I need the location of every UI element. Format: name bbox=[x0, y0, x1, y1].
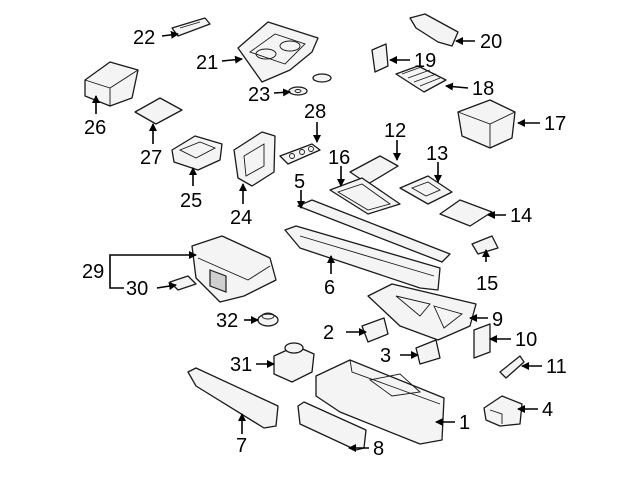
callout-12: 12 bbox=[384, 120, 406, 142]
part-6 bbox=[284, 225, 441, 291]
callout-20: 20 bbox=[480, 31, 502, 53]
callout-7: 7 bbox=[236, 435, 247, 457]
leader-lines bbox=[92, 30, 542, 452]
part-23 bbox=[288, 73, 332, 96]
callout-11: 11 bbox=[546, 356, 567, 378]
callout-16: 16 bbox=[328, 147, 350, 169]
part-25 bbox=[171, 135, 223, 171]
part-19 bbox=[371, 43, 389, 73]
callout-4: 4 bbox=[542, 399, 553, 421]
part-29 bbox=[191, 235, 277, 303]
callout-9: 9 bbox=[492, 309, 503, 331]
callout-32: 32 bbox=[216, 310, 238, 332]
part-7 bbox=[187, 367, 279, 429]
callout-3: 3 bbox=[380, 345, 391, 367]
leader-21 bbox=[221, 55, 243, 64]
callout-22: 22 bbox=[133, 27, 155, 49]
part-5 bbox=[297, 199, 451, 263]
part-21 bbox=[237, 21, 319, 83]
callout-6: 6 bbox=[324, 277, 335, 299]
leader-29 bbox=[109, 251, 197, 270]
part-15 bbox=[471, 235, 499, 255]
callout-30: 30 bbox=[126, 278, 148, 300]
callout-25: 25 bbox=[180, 190, 202, 212]
part-20 bbox=[409, 13, 459, 47]
callout-14: 14 bbox=[510, 205, 532, 227]
part-10 bbox=[473, 323, 491, 359]
part-27 bbox=[134, 97, 183, 125]
part-17 bbox=[457, 99, 516, 149]
part-31 bbox=[273, 342, 315, 383]
callout-24: 24 bbox=[230, 207, 252, 229]
callout-2: 2 bbox=[323, 322, 334, 344]
callout-5: 5 bbox=[294, 171, 305, 193]
callout-26: 26 bbox=[84, 117, 106, 139]
part-26 bbox=[84, 61, 139, 107]
part-18 bbox=[395, 65, 447, 93]
callout-19: 19 bbox=[414, 50, 436, 72]
leader-22 bbox=[161, 30, 179, 39]
callout-23: 23 bbox=[248, 84, 270, 106]
callout-18: 18 bbox=[472, 78, 494, 100]
callout-10: 10 bbox=[515, 329, 537, 351]
part-2 bbox=[361, 317, 389, 343]
callout-21: 21 bbox=[196, 52, 218, 74]
callout-1: 1 bbox=[459, 412, 470, 434]
part-11 bbox=[499, 355, 525, 379]
callout-15: 15 bbox=[476, 273, 498, 295]
callout-labels: 22 21 23 26 27 25 24 28 20 19 18 17 12 1… bbox=[82, 27, 567, 460]
leader-23 bbox=[273, 88, 291, 97]
leader-29-branch bbox=[109, 270, 124, 289]
part-16 bbox=[329, 177, 401, 215]
leader-18 bbox=[445, 82, 469, 91]
leader-30 bbox=[156, 282, 177, 291]
part-9 bbox=[367, 283, 477, 341]
callout-13: 13 bbox=[426, 143, 448, 165]
part-30 bbox=[169, 275, 197, 291]
part-14 bbox=[439, 199, 493, 227]
callout-28: 28 bbox=[304, 101, 326, 123]
callout-27: 27 bbox=[140, 147, 162, 169]
part-32 bbox=[257, 312, 279, 327]
part-28 bbox=[279, 143, 321, 165]
part-1 bbox=[315, 359, 445, 445]
callout-8: 8 bbox=[373, 438, 384, 460]
part-13 bbox=[399, 175, 453, 205]
callout-17: 17 bbox=[544, 113, 566, 135]
callout-29: 29 bbox=[82, 261, 104, 283]
part-24 bbox=[233, 131, 276, 187]
callout-31: 31 bbox=[230, 354, 252, 376]
part-4 bbox=[483, 395, 523, 427]
part-3 bbox=[415, 339, 441, 365]
